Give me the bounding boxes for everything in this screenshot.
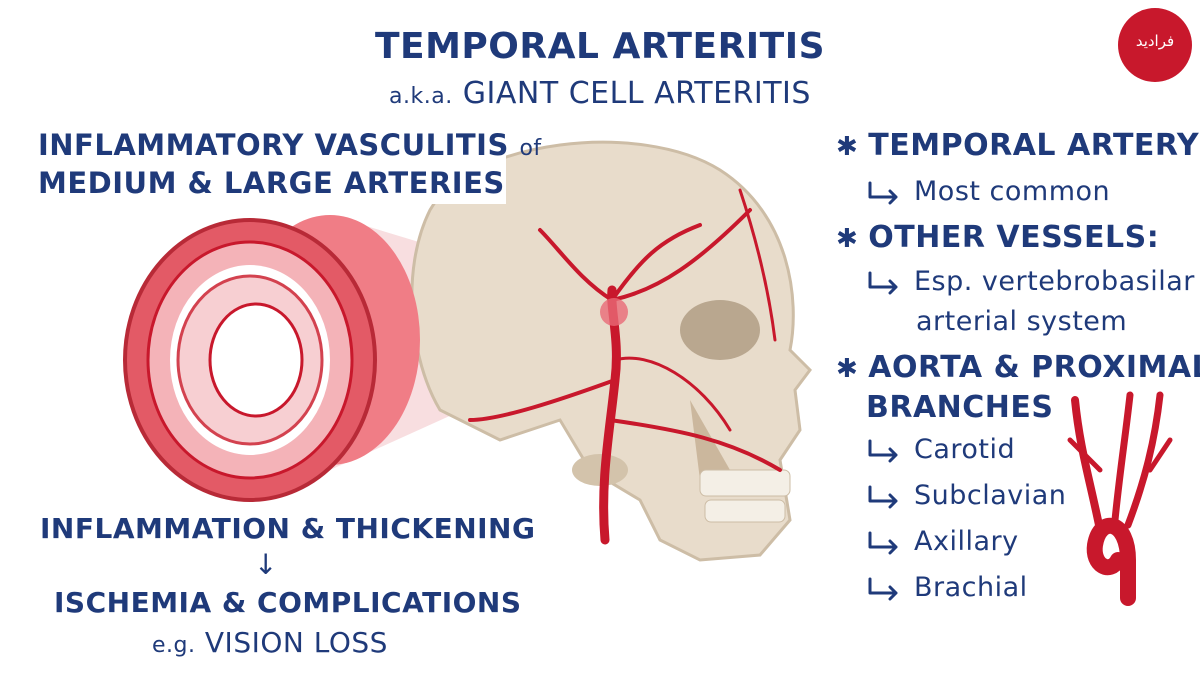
skull-illustration bbox=[410, 140, 812, 562]
pathway-step-1: INFLAMMATION & THICKENING bbox=[40, 512, 536, 545]
branch-label: Brachial bbox=[914, 572, 1028, 603]
hook-arrow-icon bbox=[868, 485, 898, 508]
definition-box bbox=[28, 124, 506, 204]
site-other-sub-2: arterial system bbox=[916, 306, 1128, 337]
site-aorta-head-1: ✱ AORTA & PROXIMAL bbox=[836, 350, 1200, 385]
site-temporal-head-text: TEMPORAL ARTERY bbox=[868, 128, 1200, 163]
artery-cross-section-illustration bbox=[123, 215, 420, 502]
inflamed-artery-spot bbox=[600, 298, 628, 326]
branch-item: Brachial bbox=[866, 572, 1028, 603]
definition-line-1: INFLAMMATORY VASCULITIS of bbox=[38, 128, 542, 162]
hook-arrow-icon bbox=[868, 577, 898, 600]
page-title: TEMPORAL ARTERITIS bbox=[374, 26, 826, 67]
branch-label: Carotid bbox=[914, 434, 1016, 465]
site-temporal-sub: Most common bbox=[866, 176, 1110, 207]
asterisk-bullet-icon: ✱ bbox=[836, 354, 859, 384]
site-aorta-head-2: BRANCHES bbox=[866, 390, 1054, 425]
definition-line-1-suffix: of bbox=[519, 136, 542, 161]
branch-label: Subclavian bbox=[914, 480, 1067, 511]
branch-item: Axillary bbox=[866, 526, 1019, 557]
pathway-down-arrow: ↓ bbox=[254, 548, 278, 581]
site-logo: فرادید bbox=[1118, 8, 1192, 82]
subtitle-prefix: a.k.a. bbox=[389, 84, 453, 109]
pathway-example: e.g. VISION LOSS bbox=[152, 626, 388, 659]
site-other-sub-1-text: Esp. vertebrobasilar bbox=[914, 266, 1195, 297]
site-logo-text: فرادید bbox=[1135, 32, 1175, 50]
page-subtitle: a.k.a. GIANT CELL ARTERITIS bbox=[0, 76, 1200, 111]
definition-line-2: MEDIUM & LARGE ARTERIES bbox=[38, 166, 505, 200]
aortic-arch-illustration bbox=[1067, 391, 1173, 606]
site-aorta-head-1-text: AORTA & PROXIMAL bbox=[868, 350, 1200, 385]
branch-label: Axillary bbox=[914, 526, 1019, 557]
hook-arrow-icon bbox=[868, 531, 898, 554]
hook-arrow-icon bbox=[868, 271, 898, 294]
site-other-head: ✱ OTHER VESSELS: bbox=[836, 220, 1159, 255]
pathway-example-prefix: e.g. bbox=[152, 633, 196, 658]
definition-line-1-text: INFLAMMATORY VASCULITIS bbox=[38, 128, 509, 162]
branch-item: Carotid bbox=[866, 434, 1015, 465]
subtitle-text: GIANT CELL ARTERITIS bbox=[462, 76, 811, 111]
branch-item: Subclavian bbox=[866, 480, 1066, 511]
pathway-example-text: VISION LOSS bbox=[204, 626, 388, 659]
asterisk-bullet-icon: ✱ bbox=[836, 132, 859, 162]
hook-arrow-icon bbox=[868, 181, 898, 204]
site-temporal-sub-text: Most common bbox=[914, 176, 1111, 207]
pathway-step-2: ISCHEMIA & COMPLICATIONS bbox=[54, 586, 522, 619]
site-other-sub-1: Esp. vertebrobasilar bbox=[866, 266, 1195, 297]
site-other-head-text: OTHER VESSELS: bbox=[868, 220, 1160, 255]
site-temporal-head: ✱ TEMPORAL ARTERY bbox=[836, 128, 1199, 163]
asterisk-bullet-icon: ✱ bbox=[836, 224, 859, 254]
hook-arrow-icon bbox=[868, 439, 898, 462]
